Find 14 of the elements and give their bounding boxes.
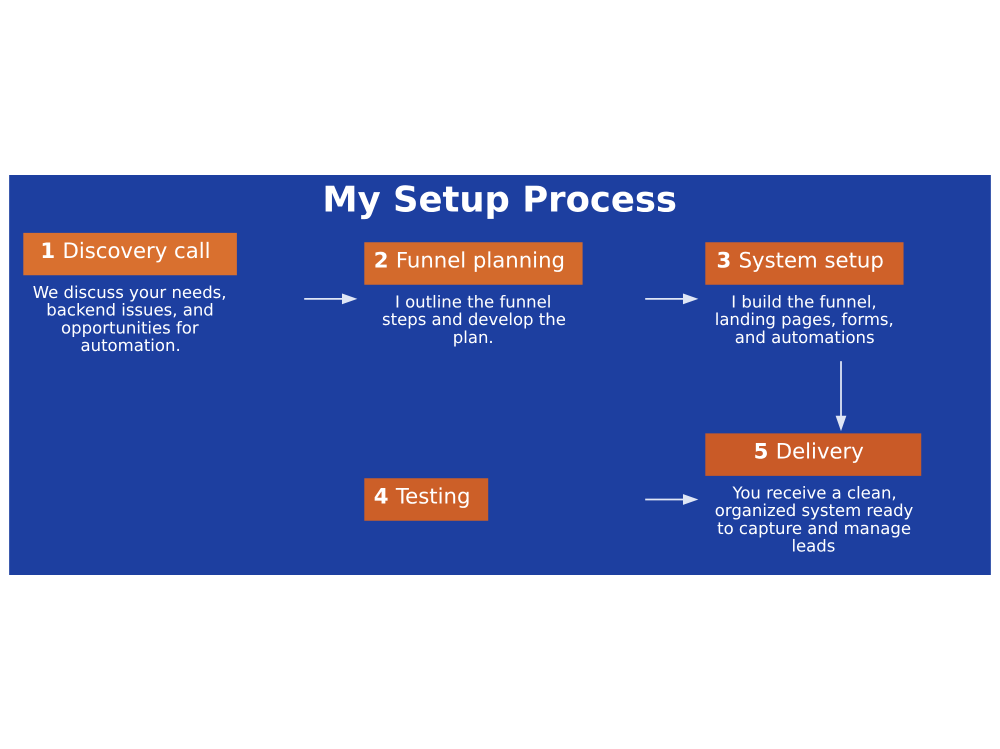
arrow xyxy=(304,293,358,304)
diagram-title: My Setup Process xyxy=(322,179,677,220)
node-label: I build the funnel, landing pages, forms, and automations xyxy=(714,292,894,346)
node-box: 3 System setup xyxy=(705,242,904,284)
node-box: 2 Funnel planning xyxy=(364,242,583,284)
node-box: 4 Testing xyxy=(364,478,488,520)
node-box: 5 Delivery xyxy=(705,432,922,476)
node-box: 1 Discovery call xyxy=(23,232,237,275)
node-label: We discuss your needs, backend issues, and opportunities for automation. xyxy=(32,282,227,355)
node-label: You receive a clean, organized system ready to capture and manage leads xyxy=(714,483,914,556)
node-label: I outline the funnel steps and develop the plan. xyxy=(382,292,566,346)
arrow xyxy=(645,494,698,504)
arrow xyxy=(645,293,698,304)
arrow xyxy=(836,360,846,431)
